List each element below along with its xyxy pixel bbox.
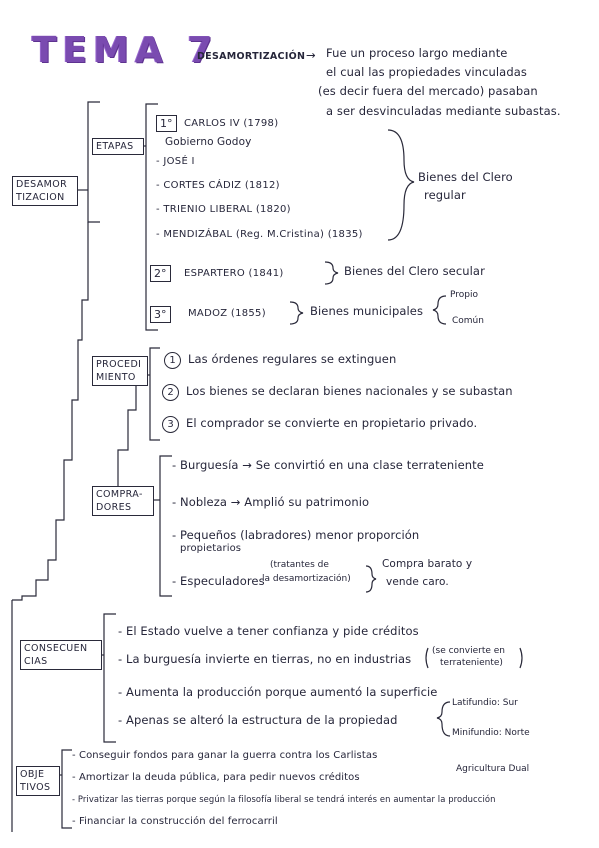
stage-1-item-1: CARLOS IV (1798) (184, 118, 279, 129)
stage-1-result-line-2: regular (424, 188, 466, 202)
consecuencias-item-4: - Apenas se alteró la estructura de la p… (118, 713, 398, 727)
procedimiento-label-line-1: PROCEDI (96, 359, 142, 370)
procedimiento-label: PROCEDI MIENTO (92, 356, 148, 386)
consecuencias-label-line-1: CONSECUEN (24, 643, 88, 654)
objetivos-item-2: - Amortizar la deuda pública, para pedir… (72, 772, 360, 783)
procedimiento-item-2: Los bienes se declaran bienes nacionales… (186, 384, 513, 398)
consecuencias-label: CONSECUEN CIAS (20, 640, 102, 670)
especuladores-text: - Especuladores (172, 574, 265, 588)
stage-3-result: Bienes municipales (310, 304, 424, 318)
consecuencias-note-line-2: terrateniente) (440, 658, 503, 668)
procedimiento-label-line-2: MIENTO (96, 372, 136, 383)
compradores-item-4: propietarios (180, 543, 242, 554)
especuladores-note-line-2: la desamortización) (262, 574, 351, 584)
stage-2-number: 2° (150, 265, 171, 282)
stage-3-sub-propio: Propio (450, 290, 478, 300)
objetivos-item-4: - Financiar la construcción del ferrocar… (72, 816, 278, 827)
objetivos-label-line-1: OBJE (20, 769, 45, 780)
consecuencias-item-1: - El Estado vuelve a tener confianza y p… (118, 624, 419, 638)
consecuencias-item-3: - Aumenta la producción porque aumentó l… (118, 685, 438, 699)
latifundio-text: Latifundio: Sur (452, 698, 518, 708)
procedimiento-item-3: El comprador se convierte en propietario… (186, 416, 478, 430)
consecuencias-item-2: - La burguesía invierte en tierras, no e… (118, 652, 412, 666)
stage-1-number: 1° (156, 115, 177, 132)
procedimiento-number-1: 1 (164, 352, 181, 369)
consecuencias-label-line-2: CIAS (24, 656, 48, 667)
procedimiento-number-3: 3 (162, 416, 179, 433)
stage-3-text: MADOZ (1855) (188, 308, 266, 319)
especuladores-note-line-1: (tratantes de (270, 560, 329, 570)
especuladores-result-line-1: Compra barato y (382, 558, 473, 570)
main-label-line-2: TIZACION (16, 192, 65, 203)
stage-3-sub-comun: Común (452, 316, 484, 326)
compradores-item-3: - Pequeños (labradores) menor proporción (172, 528, 420, 542)
definition-line-1: Fue un proceso largo mediante (326, 46, 508, 60)
etapas-label: ETAPAS (92, 138, 144, 155)
page-title: TEMA 7 (32, 30, 219, 71)
stage-1-item-5: - TRIENIO LIBERAL (1820) (156, 204, 291, 215)
stage-1-result-line-1: Bienes del Clero (418, 170, 513, 184)
minifundio-text: Minifundio: Norte (452, 728, 530, 738)
agricultura-dual: Agricultura Dual (456, 764, 530, 774)
stage-1-item-6: - MENDIZÁBAL (Reg. M.Cristina) (1835) (156, 229, 363, 240)
compradores-label-line-1: COMPRA- (96, 489, 143, 500)
main-label-box: DESAMOR TIZACION (12, 176, 78, 206)
definition-line-4: a ser desvinculadas mediante subastas. (326, 104, 561, 118)
main-label-line-1: DESAMOR (16, 179, 68, 190)
compradores-label: COMPRA- DORES (92, 486, 154, 516)
objetivos-label: OBJE TIVOS (16, 766, 60, 796)
stage-1-item-3: - JOSÉ I (156, 156, 195, 167)
definition-line-3: (es decir fuera del mercado) pasaban (318, 84, 538, 98)
definition-line-2: el cual las propiedades vinculadas (326, 65, 527, 79)
objetivos-item-1: - Conseguir fondos para ganar la guerra … (72, 750, 378, 761)
term-desamortizacion: DESAMORTIZACIÓN (197, 51, 306, 62)
compradores-item-2: - Nobleza → Amplió su patrimonio (172, 495, 370, 509)
objetivos-item-3: - Privatizar las tierras porque según la… (72, 794, 496, 804)
stage-2-result: Bienes del Clero secular (344, 264, 485, 278)
consecuencias-note-line-1: (se convierte en (432, 646, 505, 656)
compradores-label-line-2: DORES (96, 502, 132, 513)
especuladores-result-line-2: vende caro. (386, 576, 449, 588)
objetivos-label-line-2: TIVOS (20, 782, 51, 793)
compradores-item-1: - Burguesía → Se convirtió en una clase … (172, 458, 484, 472)
definition-arrow: → (306, 48, 316, 62)
procedimiento-item-1: Las órdenes regulares se extinguen (188, 352, 397, 366)
stage-1-item-4: - CORTES CÁDIZ (1812) (156, 180, 280, 191)
stage-1-item-2: Gobierno Godoy (165, 136, 252, 148)
stage-2-text: ESPARTERO (1841) (184, 268, 284, 279)
procedimiento-number-2: 2 (162, 384, 179, 401)
stage-3-number: 3° (150, 306, 171, 323)
